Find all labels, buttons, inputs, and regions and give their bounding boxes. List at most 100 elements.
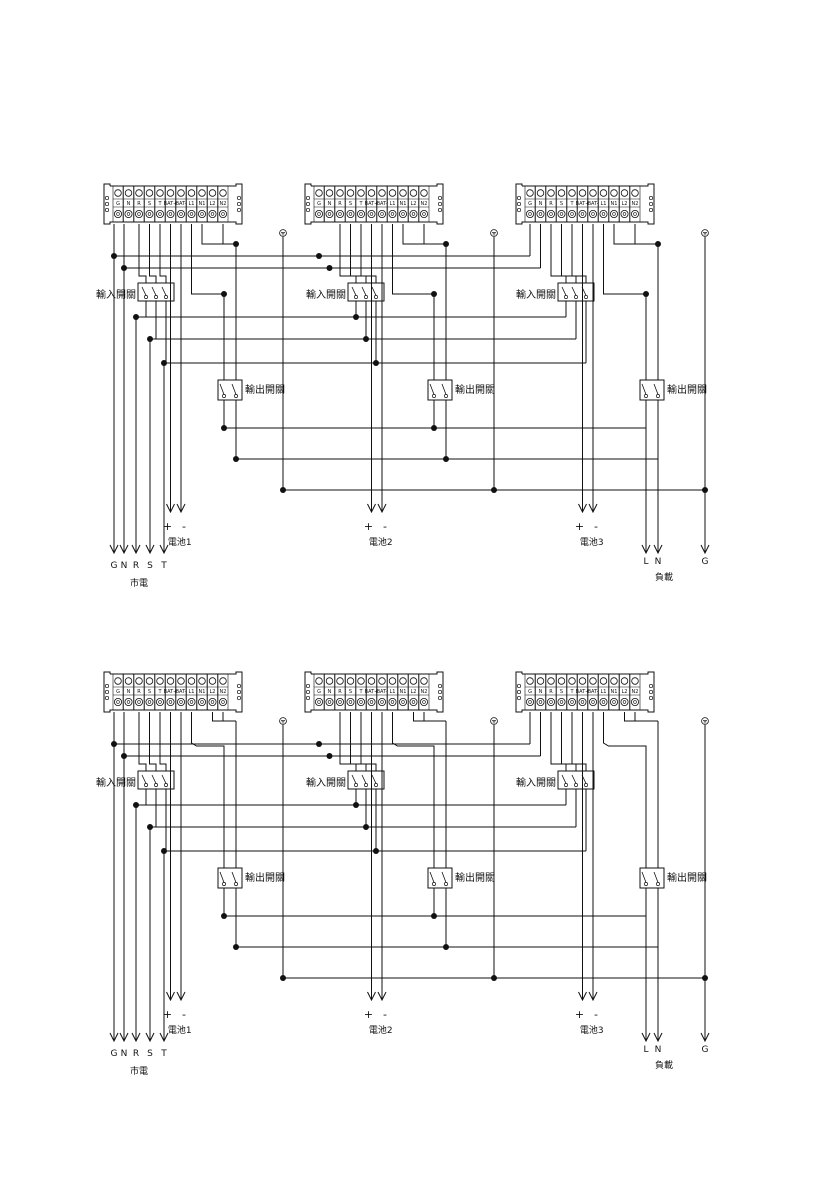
terminal-label: BAT- bbox=[377, 201, 388, 207]
terminal-label: G bbox=[528, 689, 532, 695]
terminal-cell bbox=[556, 673, 567, 711]
switch-blade bbox=[571, 774, 577, 784]
terminal-label: BAT+ bbox=[164, 689, 178, 695]
terminal-screw-icon bbox=[398, 697, 407, 706]
terminal-screw-icon bbox=[526, 189, 534, 197]
ground-ring bbox=[279, 229, 287, 237]
terminal-screw-icon bbox=[633, 700, 637, 704]
terminal-screw-icon bbox=[208, 677, 217, 685]
terminal-cell bbox=[619, 673, 630, 711]
battery-minus-label: - bbox=[383, 520, 387, 533]
terminal-cell bbox=[408, 185, 419, 223]
terminal-screw-icon bbox=[528, 700, 532, 704]
terminal-label: BAT+ bbox=[576, 689, 590, 695]
arrow-down-icon bbox=[131, 544, 141, 555]
mount-hole-icon bbox=[305, 695, 311, 701]
terminal-cell bbox=[175, 185, 187, 223]
switch-blade bbox=[231, 871, 237, 883]
terminal-screw-icon bbox=[135, 677, 143, 685]
terminal-label: L1 bbox=[189, 689, 195, 695]
terminal-screw-icon bbox=[536, 189, 545, 197]
terminal-cell bbox=[577, 673, 588, 711]
terminal-screw-icon bbox=[589, 209, 598, 218]
terminal-cell bbox=[418, 673, 430, 711]
terminal-cell bbox=[207, 185, 218, 223]
switch-contact-icon bbox=[656, 394, 660, 398]
mains-wire-label: G bbox=[111, 561, 118, 571]
terminal-label: N2 bbox=[220, 689, 227, 695]
terminal-cell bbox=[313, 185, 325, 223]
battery-minus-label: - bbox=[182, 1008, 186, 1021]
switch-contact-icon bbox=[234, 394, 238, 398]
terminal-cell bbox=[376, 185, 388, 223]
load-wire-label: L bbox=[643, 557, 648, 567]
terminal-screw-icon bbox=[336, 677, 344, 685]
wire bbox=[613, 224, 659, 380]
terminal-screw-icon bbox=[156, 677, 164, 685]
terminal-label: N bbox=[328, 689, 332, 695]
terminal-label: T bbox=[157, 689, 162, 695]
terminal-label: BAT+ bbox=[365, 201, 379, 207]
terminal-cell bbox=[587, 185, 599, 223]
terminal-screw-icon bbox=[631, 189, 639, 197]
terminal-screw-icon bbox=[599, 189, 608, 197]
terminal-screw-icon bbox=[179, 700, 183, 704]
mains-wire-label: S bbox=[147, 561, 153, 571]
switch-contact-icon bbox=[374, 295, 378, 299]
ground-ring bbox=[490, 229, 498, 237]
terminal-label: S bbox=[349, 201, 352, 207]
input-switch-label: 輸入開關 bbox=[516, 288, 556, 301]
terminal-screw-icon bbox=[147, 700, 152, 704]
terminal-cell bbox=[334, 185, 346, 223]
terminal-screw-icon bbox=[547, 697, 556, 706]
terminal-screw-icon bbox=[589, 189, 597, 197]
terminal-screw-icon bbox=[124, 697, 133, 706]
arrow-down-icon bbox=[119, 544, 129, 555]
junction-dot-icon bbox=[221, 913, 227, 919]
terminal-screw-icon bbox=[198, 677, 206, 685]
terminal-label: S bbox=[148, 689, 151, 695]
wire bbox=[413, 712, 425, 722]
terminal-screw-icon bbox=[367, 677, 376, 685]
input-switch bbox=[347, 770, 385, 790]
terminal-label: N bbox=[127, 201, 131, 207]
terminal-screw-icon bbox=[610, 677, 618, 685]
terminal-screw-icon bbox=[315, 677, 323, 685]
wire bbox=[360, 712, 377, 771]
arrow-down-icon bbox=[145, 544, 155, 555]
terminal-cell bbox=[577, 185, 588, 223]
mount-hole-icon bbox=[236, 207, 242, 213]
terminal-screw-icon bbox=[124, 189, 133, 197]
terminal-label: N1 bbox=[400, 201, 407, 207]
switch-blade bbox=[141, 286, 147, 296]
terminal-label: L2 bbox=[622, 201, 628, 207]
switch-contact-icon bbox=[444, 394, 448, 398]
battery-minus-label: - bbox=[182, 520, 186, 533]
mount-hole-icon bbox=[648, 683, 654, 689]
wire bbox=[571, 712, 587, 771]
terminal-screw-icon bbox=[126, 212, 131, 216]
switch-contact-icon bbox=[364, 783, 368, 787]
terminal-cell bbox=[376, 673, 388, 711]
terminal-screw-icon bbox=[568, 189, 576, 197]
output-switch bbox=[217, 379, 243, 401]
terminal-cell bbox=[133, 673, 145, 711]
terminal-label: N1 bbox=[199, 689, 206, 695]
terminal-screw-icon bbox=[155, 209, 164, 218]
terminal-screw-icon bbox=[599, 209, 608, 218]
terminal-screw-icon bbox=[359, 700, 363, 704]
terminal-cell bbox=[186, 185, 197, 223]
terminal-screw-icon bbox=[419, 697, 428, 706]
terminal-cell bbox=[334, 673, 346, 711]
terminal-screw-icon bbox=[580, 212, 585, 216]
junction-dot-icon bbox=[221, 291, 227, 297]
terminal-screw-icon bbox=[422, 700, 426, 704]
mains-wire-label: R bbox=[133, 561, 139, 571]
mount-hole-icon bbox=[437, 683, 443, 689]
terminal-label: BAT+ bbox=[576, 201, 590, 207]
switch-contact-icon bbox=[354, 295, 358, 299]
terminal-screw-icon bbox=[631, 209, 640, 218]
terminal-screw-icon bbox=[536, 209, 545, 218]
junction-dot-icon bbox=[316, 253, 322, 259]
terminal-cell bbox=[217, 185, 229, 223]
